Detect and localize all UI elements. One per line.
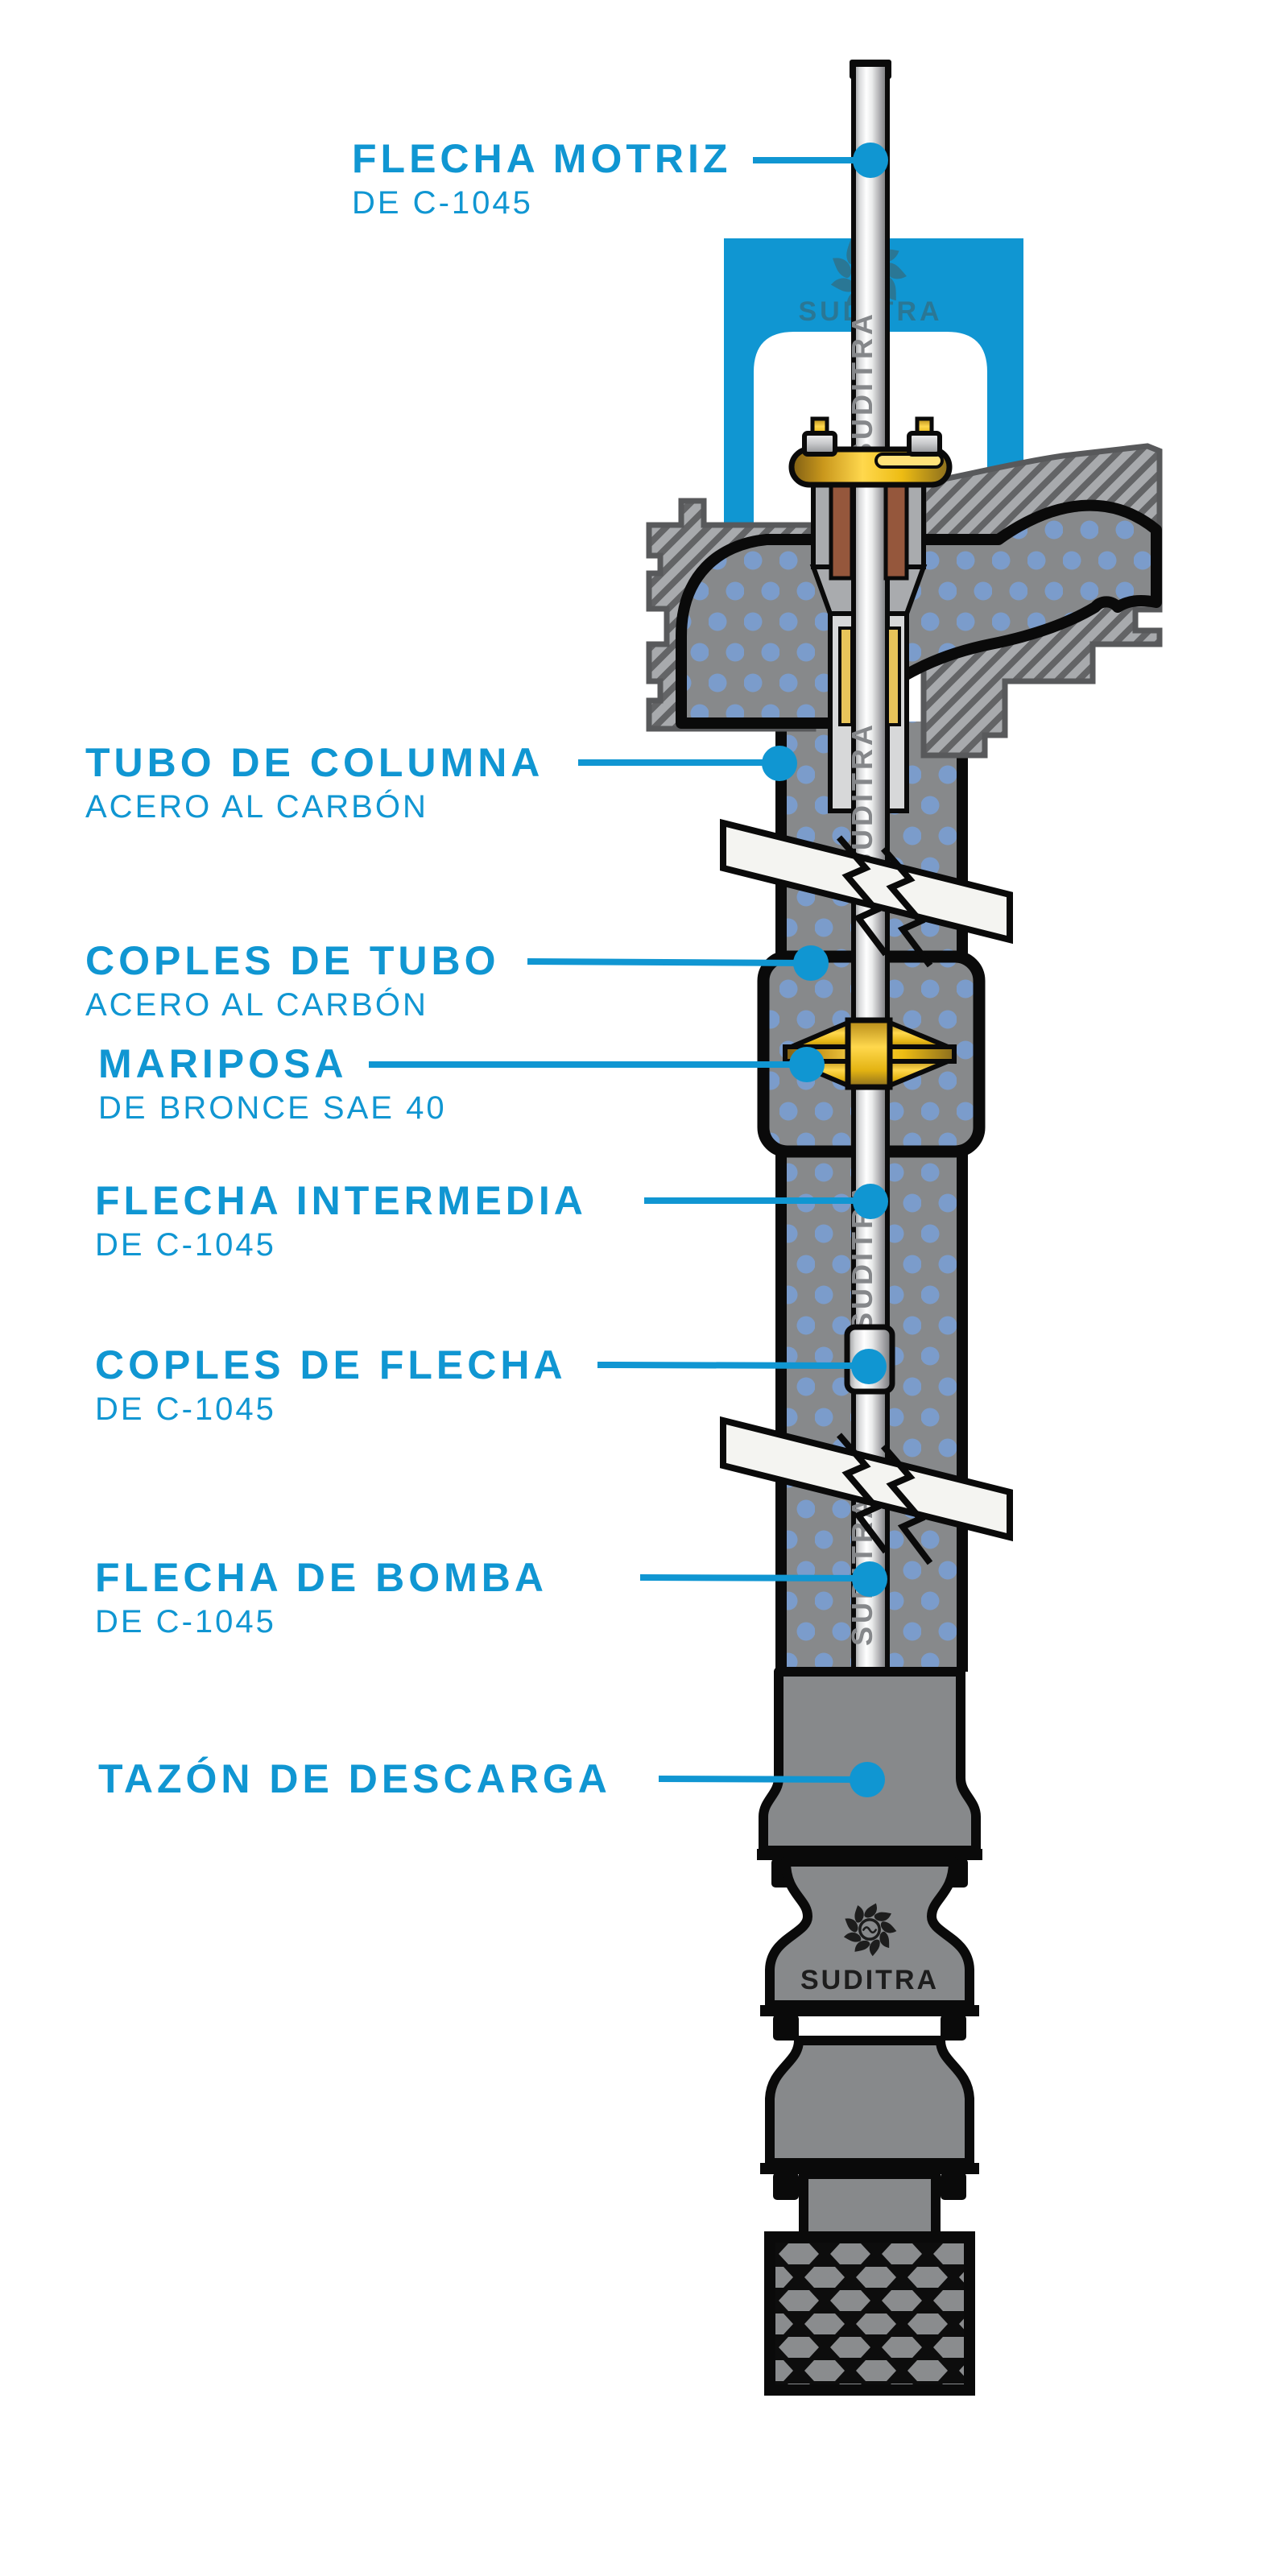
callout-line-tazon-de-descarga <box>658 1776 868 1783</box>
packing-left <box>829 481 854 581</box>
gland-hardware <box>788 416 953 726</box>
shaft-brand-text: SUDITRA <box>845 311 879 462</box>
bowl-assembly: SUDITRA <box>757 1667 982 2396</box>
label-subtitle: DE C-1045 <box>352 185 533 221</box>
label-subtitle: DE BRONCE SAE 40 <box>98 1090 447 1126</box>
bearing-strip-right <box>886 626 901 726</box>
callout-dot <box>850 1762 885 1797</box>
label-flecha-de-bomba: FLECHA DE BOMBA DE C-1045 <box>95 1557 548 1639</box>
pipe-break-bottom <box>720 1416 1013 1565</box>
label-coples-de-flecha: COPLES DE FLECHA DE C-1045 <box>95 1345 567 1427</box>
label-title: COPLES DE TUBO <box>85 938 500 983</box>
bearing-strip-left <box>838 626 854 726</box>
break-zigzag <box>836 1433 889 1554</box>
label-title: TUBO DE COLUMNA <box>85 740 544 785</box>
suction-strainer <box>764 2231 975 2396</box>
callout-lines <box>369 157 870 1783</box>
flange-tab <box>773 2015 799 2041</box>
label-subtitle: ACERO AL CARBÓN <box>85 987 428 1023</box>
label-title: TAZÓN DE DESCARGA <box>98 1756 611 1801</box>
label-subtitle: ACERO AL CARBÓN <box>85 789 428 825</box>
label-tazon-de-descarga: TAZÓN DE DESCARGA <box>98 1759 611 1805</box>
suction-neck <box>799 2169 941 2243</box>
callout-line-coples-de-flecha <box>597 1362 870 1369</box>
bracket-shape <box>724 238 1023 525</box>
label-flecha-motriz: FLECHA MOTRIZ DE C-1045 <box>352 139 731 221</box>
label-title: FLECHA MOTRIZ <box>352 136 732 181</box>
bolt-cap-right <box>907 431 942 457</box>
flange-tab <box>941 2015 966 2041</box>
break-zigzag <box>880 1444 933 1565</box>
callout-dot <box>851 1349 887 1384</box>
label-tubo-de-columna: TUBO DE COLUMNA ACERO AL CARBÓN <box>85 742 544 825</box>
flange-tab <box>941 2173 966 2200</box>
break-band <box>720 818 1013 945</box>
label-title: COPLES DE FLECHA <box>95 1342 567 1387</box>
label-title: FLECHA INTERMEDIA <box>95 1178 587 1223</box>
callout-dot <box>793 945 829 981</box>
callout-dot <box>853 1184 888 1219</box>
flange-tab <box>773 2173 799 2200</box>
suction-bell <box>765 2036 974 2168</box>
pipe-break-top <box>720 818 1013 968</box>
break-zigzag <box>880 846 933 968</box>
label-title: MARIPOSA <box>98 1041 348 1086</box>
label-subtitle: DE C-1045 <box>95 1604 276 1639</box>
discharge-head <box>646 443 1163 813</box>
callout-dot <box>789 1047 825 1082</box>
callout-line-coples-de-tubo <box>527 958 812 966</box>
label-mariposa: MARIPOSA DE BRONCE SAE 40 <box>98 1044 447 1126</box>
discharge-bowl <box>759 1667 981 1855</box>
callout-line-flecha-de-bomba <box>639 1574 870 1582</box>
bolt-cap-left <box>802 431 837 457</box>
callout-dots <box>762 143 888 1797</box>
bowl-joint <box>760 2005 979 2016</box>
label-coples-de-tubo: COPLES DE TUBO ACERO AL CARBÓN <box>85 941 499 1023</box>
butterfly-sleeve <box>845 1017 893 1090</box>
label-subtitle: DE C-1045 <box>95 1391 276 1427</box>
callout-dot <box>853 143 888 178</box>
packing-right <box>883 481 909 581</box>
label-flecha-intermedia: FLECHA INTERMEDIA DE C-1045 <box>95 1180 587 1263</box>
bowl-brand-text: SUDITRA <box>800 1965 939 1995</box>
break-zigzag <box>836 835 889 957</box>
butterfly-bearing-mariposa <box>783 1017 957 1090</box>
callout-dot <box>762 746 797 781</box>
label-subtitle: DE C-1045 <box>95 1227 276 1263</box>
label-title: FLECHA DE BOMBA <box>95 1555 548 1600</box>
break-band <box>720 1416 1013 1542</box>
callout-dot <box>852 1561 887 1597</box>
